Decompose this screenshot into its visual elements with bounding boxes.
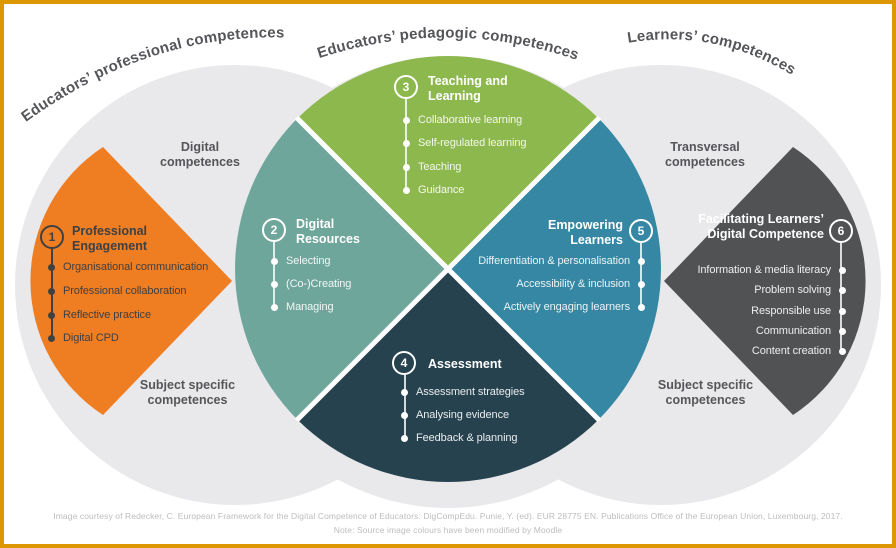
area-item: Digital CPD (63, 332, 119, 344)
bullet-icon (271, 257, 278, 265)
label-subject-specific-right: Subject specific competences (657, 378, 754, 408)
bullet-icon (839, 307, 846, 315)
bullet-icon (839, 286, 846, 294)
quadrant-divider-lines (288, 109, 608, 429)
quadrant-assessment (297, 269, 599, 482)
label-digital-competences: Digital competences (160, 140, 240, 170)
area-item: Teaching (418, 161, 462, 173)
area-title: Professional Engagement (72, 224, 148, 253)
area-item: Content creation (751, 345, 831, 357)
connector-line (273, 242, 275, 307)
area-item: Assessment strategies (416, 386, 525, 398)
area-number-badge: 2 (262, 218, 286, 242)
area-item: Actively engaging learners (503, 301, 631, 313)
bullet-icon (48, 334, 55, 342)
bullet-icon (401, 434, 408, 442)
bullet-icon (839, 266, 846, 274)
area-item: Selecting (286, 255, 331, 267)
area-item: Information & media literacy (697, 264, 831, 276)
shape-facilitating-competence (664, 147, 866, 415)
area-title: Teaching and Learning (428, 74, 508, 103)
bullet-icon (271, 303, 278, 311)
bullet-icon (48, 311, 55, 319)
bullet-icon (839, 327, 846, 335)
shape-professional-engagement (30, 147, 233, 415)
connector-line (840, 243, 842, 351)
area-item: Differentiation & personalisation (478, 255, 630, 267)
area-item: Accessibility & inclusion (516, 278, 630, 290)
quadrant-teaching-learning (297, 56, 599, 270)
bullet-icon (271, 280, 278, 288)
bullet-icon (403, 116, 410, 124)
area-item: Managing (286, 301, 334, 313)
connector-line (640, 243, 642, 307)
area-number-badge: 3 (394, 75, 418, 99)
bullet-icon (403, 139, 410, 147)
bullet-icon (403, 186, 410, 194)
area-item: Feedback & planning (416, 432, 518, 444)
area-item: Professional collaboration (63, 285, 187, 297)
bullet-icon (638, 303, 645, 311)
area-title: Digital Resources (296, 217, 360, 246)
label-transversal-competences: Transversal competences (665, 140, 745, 170)
bullet-icon (638, 257, 645, 265)
area-item: Analysing evidence (416, 409, 509, 421)
bullet-icon (48, 263, 55, 271)
area-item: Organisational communication (63, 261, 209, 273)
area-title: Facilitating Learners’ Digital Competenc… (698, 212, 824, 241)
bullet-icon (638, 280, 645, 288)
area-item: (Co-)Creating (286, 278, 352, 290)
area-number-badge: 4 (392, 351, 416, 375)
attribution-line: Image courtesy of Redecker, C. European … (53, 511, 843, 521)
area-item: Communication (755, 325, 831, 337)
area-item: Reflective practice (63, 309, 151, 321)
area-item: Guidance (418, 184, 465, 196)
area-item: Self-regulated learning (418, 137, 527, 149)
label-subject-specific-left: Subject specific competences (139, 378, 236, 408)
area-number-badge: 6 (829, 219, 853, 243)
area-item: Collaborative learning (418, 114, 523, 126)
bullet-icon (403, 163, 410, 171)
area-item: Responsible use (751, 305, 831, 317)
area-number-badge: 5 (629, 219, 653, 243)
bullet-icon (839, 347, 846, 355)
connector-line (404, 375, 406, 438)
quadrant-digital-resources (235, 118, 448, 420)
attribution-note: Note: Source image colours have been mod… (333, 525, 563, 535)
area-item: Problem solving (754, 284, 831, 296)
bullet-icon (48, 287, 55, 295)
area-number-badge: 1 (40, 225, 64, 249)
quadrant-empowering-learners (448, 118, 661, 420)
bullet-icon (401, 411, 408, 419)
area-title: Assessment (428, 357, 502, 371)
bullet-icon (401, 388, 408, 396)
area-title: Empowering Learners (547, 218, 623, 247)
